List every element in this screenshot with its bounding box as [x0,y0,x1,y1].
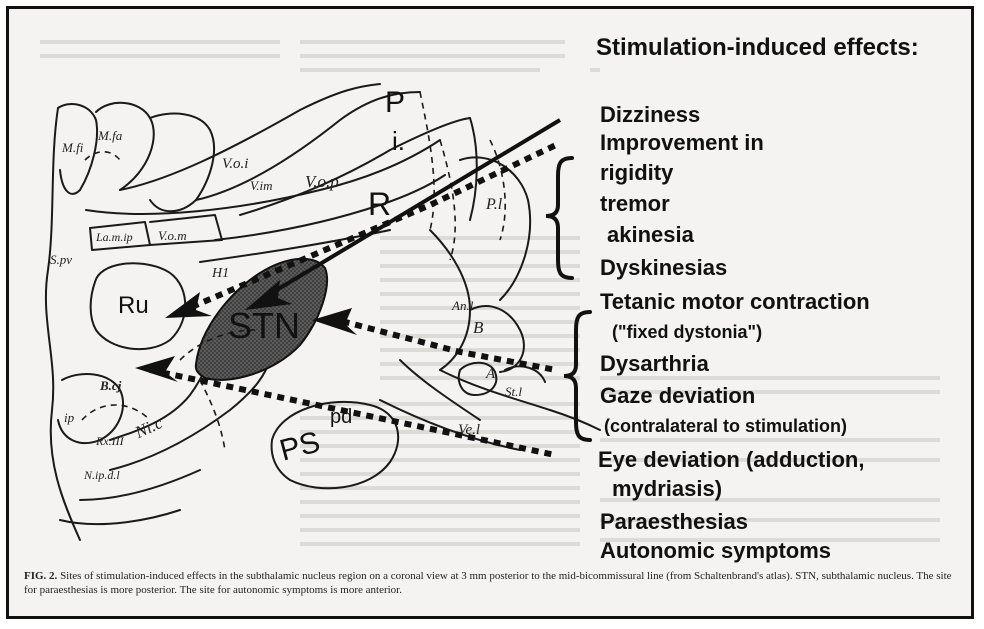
label-p: P [385,86,405,120]
label-ip: ip [64,410,74,426]
label-ru: Ru [118,292,149,320]
effect-paraesthesias: Paraesthesias [600,510,748,534]
label-pl: P.l [486,196,502,214]
label-lamip: La.m.ip [96,230,133,245]
label-anl: An.l [452,298,473,314]
effect-akinesia: akinesia [607,223,694,247]
effect-tremor: tremor [600,192,670,216]
effect-improvement: Improvement in [600,131,764,155]
label-h1: H1 [212,266,229,282]
effect-autonomic: Autonomic symptoms [600,539,831,563]
effect-fixed-dystonia: ("fixed dystonia") [612,320,762,344]
figure-caption: FIG. 2. Sites of stimulation-induced eff… [24,569,954,597]
effect-dysarthria: Dysarthria [600,352,709,376]
label-r: R [368,186,391,223]
caption-text: Sites of stimulation-induced effects in … [24,570,952,596]
effect-dyskinesias: Dyskinesias [600,256,727,280]
label-pd: pd [330,406,352,429]
label-a: A [486,366,495,383]
effect-rigidity: rigidity [600,161,673,185]
label-vel: Ve.l [458,422,480,439]
effect-tetanic: Tetanic motor contraction [600,290,870,314]
brace-upper [546,158,572,278]
effect-eye-deviation: Eye deviation (adduction, [598,448,864,472]
effects-heading: Stimulation-induced effects: [596,34,919,62]
effect-mydriasis: mydriasis) [612,477,722,501]
label-npdl: N.ip.d.l [84,468,120,483]
effect-dizziness: Dizziness [600,103,700,127]
label-stn: STN [228,305,300,347]
effect-contralateral: (contralateral to stimulation) [604,414,847,438]
label-i: i. [392,126,405,157]
label-vop: V.o.p [305,172,339,192]
label-voi: V.o.i [222,156,248,173]
label-rxiii: Rx.III [96,434,124,449]
label-b: B [473,318,483,338]
label-mfa: M.fa [98,128,122,144]
label-vim: V.im [250,178,273,194]
label-mfi: M.fi [62,140,83,156]
label-vom: V.o.m [158,228,187,244]
caption-label: FIG. 2. [24,570,57,582]
stimulation-pathways [150,145,556,455]
label-stl: St.l [505,384,522,400]
label-spv: S.pv [50,252,72,268]
effect-gaze: Gaze deviation [600,384,755,408]
label-bcj: B.cj [100,378,121,394]
